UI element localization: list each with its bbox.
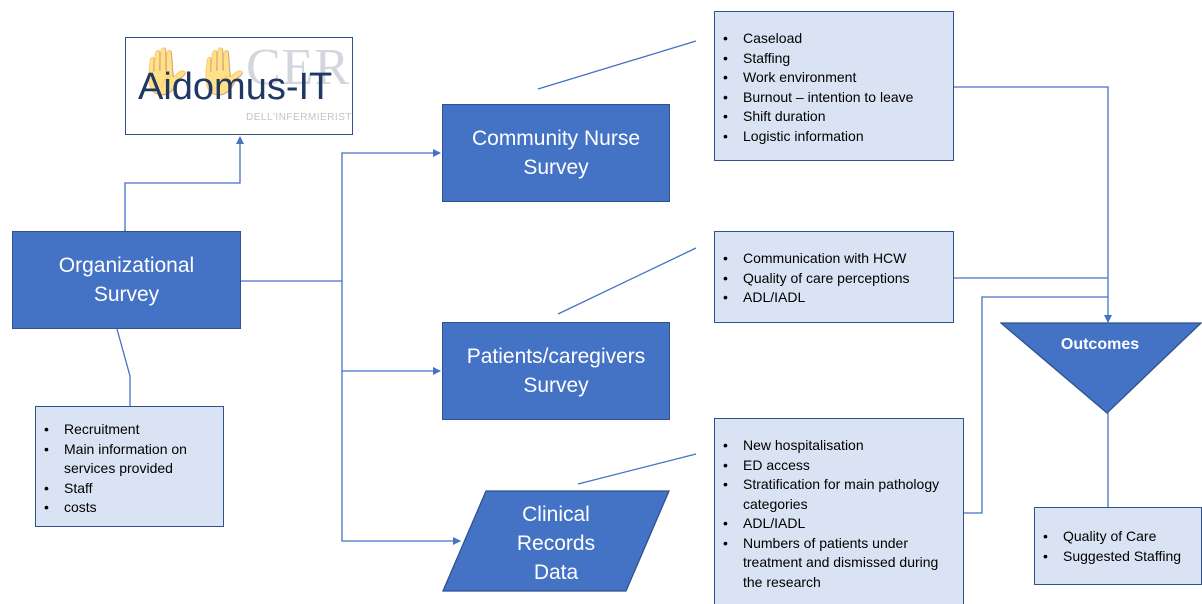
connector-clinical-outcomes <box>964 296 1108 514</box>
list-item: Quality of Care <box>1043 527 1195 547</box>
outcomes-details-list: Quality of Care Suggested Staffing <box>1043 527 1195 566</box>
list-item: Main information on services provided <box>44 440 217 479</box>
hands-icon: ✋✋ <box>136 44 251 98</box>
list-item: Logistic information <box>723 127 947 147</box>
clinical-details-list: New hospitalisation ED access Stratifica… <box>723 436 957 592</box>
connector-to-patients <box>341 281 441 375</box>
connector-clinical-list <box>577 453 697 485</box>
list-item: Suggested Staffing <box>1043 547 1195 567</box>
list-item: Caseload <box>723 29 947 49</box>
list-item: ADL/IADL <box>723 288 947 308</box>
list-item: Numbers of patients under treatment and … <box>723 534 957 593</box>
outcomes-label: Outcomes <box>1060 336 1140 353</box>
list-item: Work environment <box>723 68 947 88</box>
list-item: ADL/IADL <box>723 514 957 534</box>
connector-patients-list <box>557 247 697 315</box>
org-logo-subtitle: DELL'INFERMIERISTICA <box>246 112 352 123</box>
aidomus-logo: ✋✋ CERSI DELL'INFERMIERISTICA Aidomus-IT <box>125 37 353 135</box>
list-item: Staff <box>44 479 217 499</box>
organizational-survey-label: Organizational Survey <box>58 254 195 306</box>
list-item: Staffing <box>723 49 947 69</box>
list-item: Communication with HCW <box>723 249 947 269</box>
list-item: Stratification for main pathology catego… <box>723 475 957 514</box>
patients-caregivers-survey-label: Patients/caregivers Survey <box>466 345 646 397</box>
patients-caregivers-survey-box: Patients/caregivers Survey <box>442 322 670 420</box>
connector-nurse-outcomes <box>954 86 1112 323</box>
community-nurse-survey-box: Community Nurse Survey <box>442 104 670 202</box>
org-logo-name: CERSI <box>246 39 352 96</box>
patients-details-list: Communication with HCW Quality of care p… <box>723 249 947 308</box>
project-title: Aidomus-IT <box>138 66 333 108</box>
list-item: New hospitalisation <box>723 436 957 456</box>
list-item: Quality of care perceptions <box>723 269 947 289</box>
clinical-details-box: New hospitalisation ED access Stratifica… <box>714 418 964 604</box>
community-nurse-details-box: Caseload Staffing Work environment Burno… <box>714 11 954 161</box>
connector-org-logo <box>121 136 244 237</box>
community-nurse-details-list: Caseload Staffing Work environment Burno… <box>723 29 947 146</box>
list-item: costs <box>44 498 217 518</box>
connector-org-list <box>116 328 131 406</box>
list-item: ED access <box>723 456 957 476</box>
list-item: Recruitment <box>44 420 217 440</box>
community-nurse-survey-label: Community Nurse Survey <box>471 127 641 179</box>
list-item: Burnout – intention to leave <box>723 88 947 108</box>
outcomes-triangle <box>1000 322 1202 414</box>
clinical-records-shape <box>442 490 670 592</box>
list-item: Shift duration <box>723 107 947 127</box>
connector-nurse-list <box>537 40 697 90</box>
organizational-survey-box: Organizational Survey <box>12 231 241 329</box>
organizational-details-box: Recruitment Main information on services… <box>35 406 224 527</box>
patients-details-box: Communication with HCW Quality of care p… <box>714 231 954 323</box>
clinical-records-label: Clinical Records Data <box>516 502 596 584</box>
organizational-details-list: Recruitment Main information on services… <box>44 420 217 518</box>
outcomes-details-box: Quality of Care Suggested Staffing <box>1034 507 1202 585</box>
connector-to-clinical <box>341 371 461 545</box>
connector-org-surveys <box>240 149 441 282</box>
